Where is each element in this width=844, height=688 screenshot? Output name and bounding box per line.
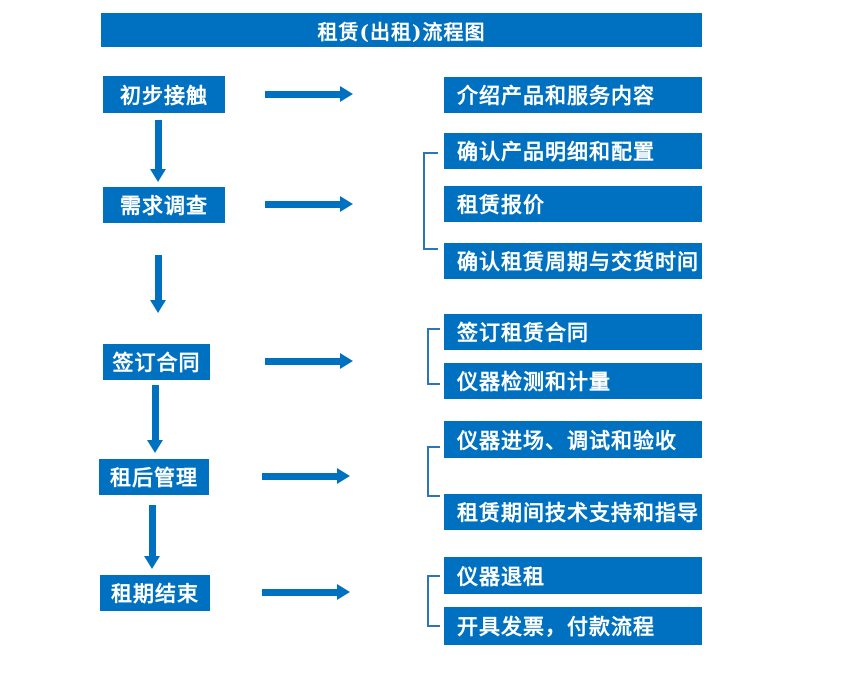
arrow-down-2 — [150, 255, 166, 313]
detail-instrument-entry-acceptance: 仪器进场、调试和验收 — [444, 421, 702, 458]
arrow-head — [340, 86, 353, 102]
arrow-shaft — [154, 255, 162, 300]
bracket-demand-survey-group — [423, 152, 438, 250]
detail-confirm-product-details: 确认产品明细和配置 — [444, 133, 702, 169]
step-demand-survey: 需求调查 — [103, 187, 225, 223]
detail-rental-quote: 租赁报价 — [444, 186, 702, 222]
detail-confirm-lease-period: 确认租赁周期与交货时间 — [444, 243, 702, 279]
arrow-shaft — [265, 200, 340, 208]
arrow-right-4 — [262, 468, 350, 484]
arrow-right-3 — [265, 353, 353, 369]
detail-instrument-return: 仪器退租 — [444, 557, 702, 594]
bracket-post-lease-group — [427, 446, 440, 497]
arrow-down-3 — [147, 385, 163, 453]
detail-invoice-payment: 开具发票，付款流程 — [444, 607, 702, 645]
arrow-right-2 — [265, 196, 353, 212]
arrow-head — [150, 169, 166, 182]
arrow-down-4 — [144, 505, 160, 569]
arrow-head — [150, 300, 166, 313]
arrow-right-5 — [262, 584, 350, 600]
bracket-sign-contract-group — [427, 328, 440, 385]
arrow-head — [337, 584, 350, 600]
arrow-shaft — [148, 505, 156, 556]
arrow-shaft — [265, 357, 340, 365]
arrow-right-1 — [265, 86, 353, 102]
step-initial-contact: 初步接触 — [103, 76, 225, 113]
bracket-lease-end-group — [427, 575, 440, 627]
arrow-shaft — [262, 588, 337, 596]
detail-instrument-testing: 仪器检测和计量 — [444, 363, 702, 399]
detail-introduce-products: 介绍产品和服务内容 — [444, 77, 702, 113]
arrow-head — [147, 440, 163, 453]
step-lease-end: 租期结束 — [100, 575, 210, 611]
arrow-shaft — [265, 90, 340, 98]
detail-tech-support: 租赁期间技术支持和指导 — [444, 494, 702, 530]
arrow-shaft — [262, 472, 337, 480]
arrow-shaft — [154, 120, 162, 169]
arrow-shaft — [151, 385, 159, 440]
arrow-down-1 — [150, 120, 166, 182]
arrow-head — [144, 556, 160, 569]
arrow-head — [340, 353, 353, 369]
step-post-lease-management: 租后管理 — [99, 459, 209, 495]
detail-sign-lease-contract: 签订租赁合同 — [444, 314, 702, 350]
diagram-title: 租赁(出租)流程图 — [101, 13, 702, 47]
arrow-head — [337, 468, 350, 484]
step-sign-contract: 签订合同 — [103, 344, 210, 380]
arrow-head — [340, 196, 353, 212]
